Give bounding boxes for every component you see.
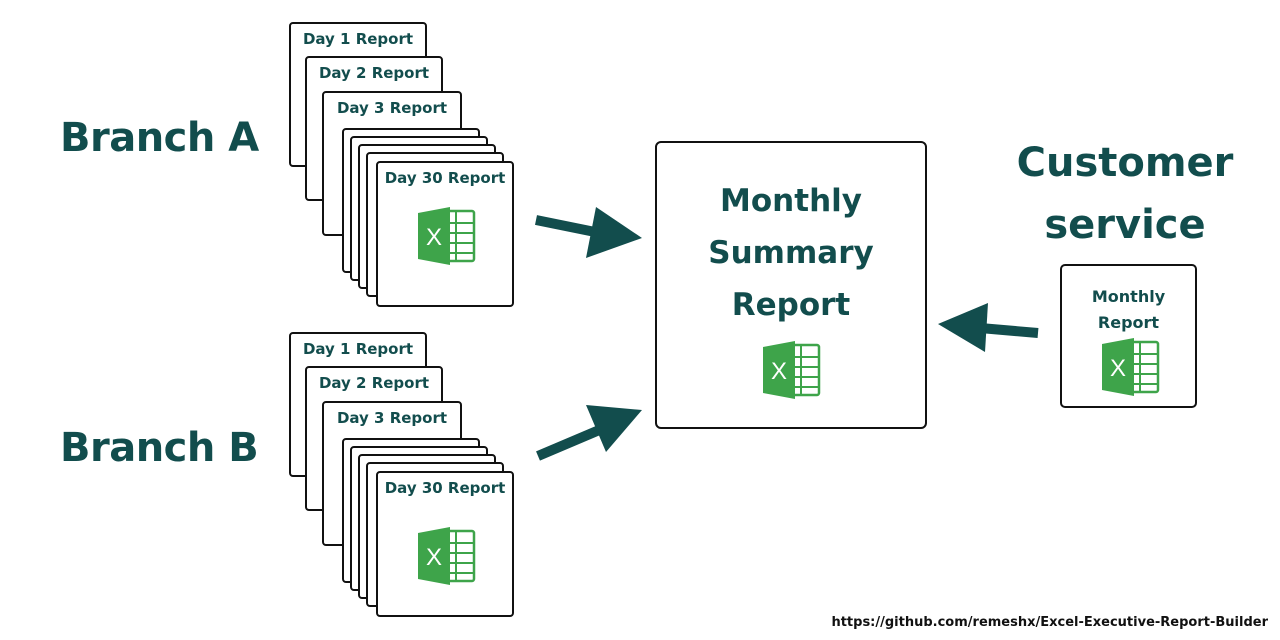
arrow-branch-a-to-summary: [535, 207, 642, 258]
summary-title-line: Monthly: [720, 183, 862, 219]
report-card-label: Day 3 Report: [336, 99, 448, 117]
report-card-label: Day 2 Report: [318, 64, 430, 82]
report-card-label: Day 30 Report: [384, 169, 506, 187]
excel-icon: X: [418, 207, 476, 265]
source-url[interactable]: https://github.com/remeshx/Excel-Executi…: [831, 615, 1268, 630]
excel-icon: X: [1102, 338, 1160, 396]
report-card-label: Day 30 Report: [384, 479, 506, 497]
excel-icon: X: [763, 341, 821, 399]
svg-text:X: X: [426, 224, 442, 251]
customer-service-line: service: [1044, 202, 1206, 248]
monthly-summary-report-box: Monthly Summary Report X: [655, 141, 927, 429]
customer-service-monthly-report-card: Monthly Report X: [1060, 264, 1197, 408]
monthly-report-line: Report: [1097, 313, 1160, 332]
summary-title-line: Report: [731, 287, 851, 323]
excel-icon: X: [418, 527, 476, 585]
arrow-branch-b-to-summary: [536, 405, 642, 461]
report-card: Day 30 Report X: [376, 161, 514, 307]
summary-title-line: Summary: [708, 235, 874, 271]
report-card-label: Day 2 Report: [318, 374, 430, 392]
report-card-label: Day 3 Report: [336, 409, 448, 427]
report-card: Day 30 Report X: [376, 471, 514, 617]
svg-text:X: X: [1110, 355, 1126, 382]
report-card-label: Day 1 Report: [302, 340, 414, 358]
branch-a-label: Branch A: [60, 115, 259, 161]
arrow-customer-service-to-summary: [938, 303, 1039, 352]
svg-text:X: X: [771, 358, 787, 385]
svg-text:X: X: [426, 544, 442, 571]
report-card-label: Day 1 Report: [302, 30, 414, 48]
summary-title: Monthly Summary Report: [657, 175, 925, 331]
branch-b-label: Branch B: [60, 425, 259, 471]
monthly-report-label: Monthly Report: [1062, 284, 1195, 336]
customer-service-label: Customer service: [1000, 132, 1250, 256]
monthly-report-line: Monthly: [1091, 287, 1166, 306]
customer-service-line: Customer: [1016, 140, 1234, 186]
